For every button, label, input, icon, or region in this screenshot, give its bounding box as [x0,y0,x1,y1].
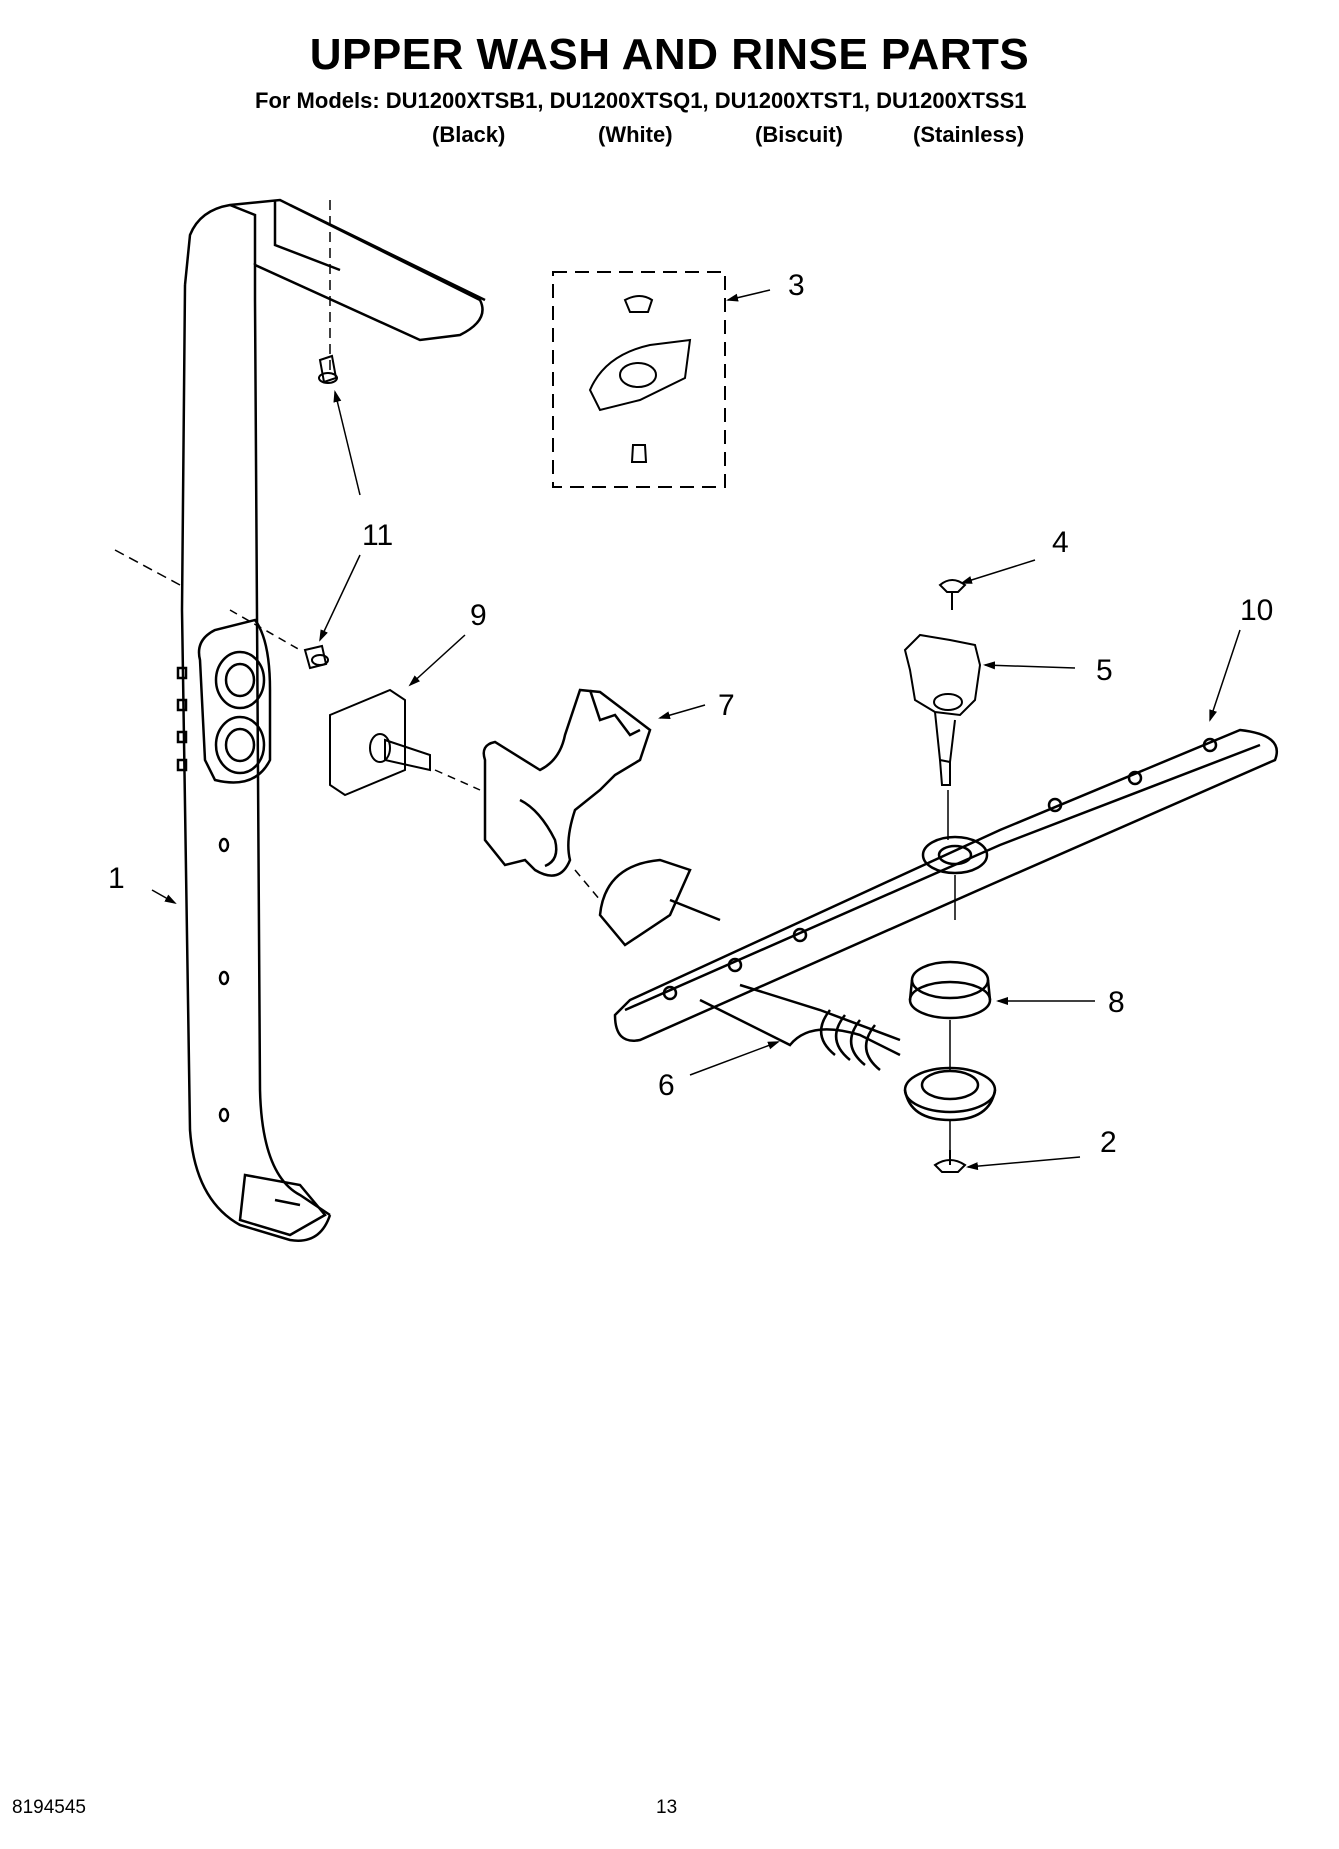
callout-4: 4 [1052,526,1069,559]
callout-11: 11 [362,519,393,552]
models-line: For Models: DU1200XTSB1, DU1200XTSQ1, DU… [255,88,1027,113]
screw-part-11 [303,354,338,670]
leader-1 [151,889,177,904]
leader-3 [726,289,771,302]
screw-part-2 [933,1150,967,1173]
callout-7: 7 [718,689,735,722]
callout-10: 10 [1240,594,1273,627]
callout-1: 1 [108,862,125,895]
page-title: UPPER WASH AND RINSE PARTS [309,30,1030,79]
hub-part-5 [903,633,982,786]
leader-9 [408,634,466,687]
color-label-stainless: (Stainless) [913,122,1025,147]
spray-arm-part-10 [613,728,1278,1042]
leader-2 [966,1156,1081,1171]
ring-part-8 [908,960,992,1020]
sleeve-part [903,1066,997,1122]
callout-8: 8 [1108,986,1125,1019]
leader-7 [658,704,706,720]
color-label-white: (White) [598,122,673,147]
color-label-black: (Black) [432,122,506,147]
doc-number: 8194545 [12,1797,86,1818]
conduit-part-6 [598,858,901,1071]
callout-3: 3 [788,269,805,302]
clip-kit-part [552,271,726,488]
supply-tube-part [176,198,486,1242]
manifold-bracket-part-7 [482,688,652,877]
leader-6 [689,1041,780,1076]
color-label-biscuit: (Biscuit) [755,122,843,147]
leader-5 [983,661,1076,670]
leader-11a [333,390,361,496]
bracket-part-9 [329,688,431,797]
callout-2: 2 [1100,1126,1117,1159]
callout-9: 9 [470,599,487,632]
callout-6: 6 [658,1069,675,1102]
leader-10 [1209,629,1241,722]
page-number: 13 [656,1797,678,1818]
callout-5: 5 [1096,654,1113,687]
screw-part-4 [938,579,967,610]
leader-11b [319,554,361,642]
leader-4 [960,559,1036,584]
